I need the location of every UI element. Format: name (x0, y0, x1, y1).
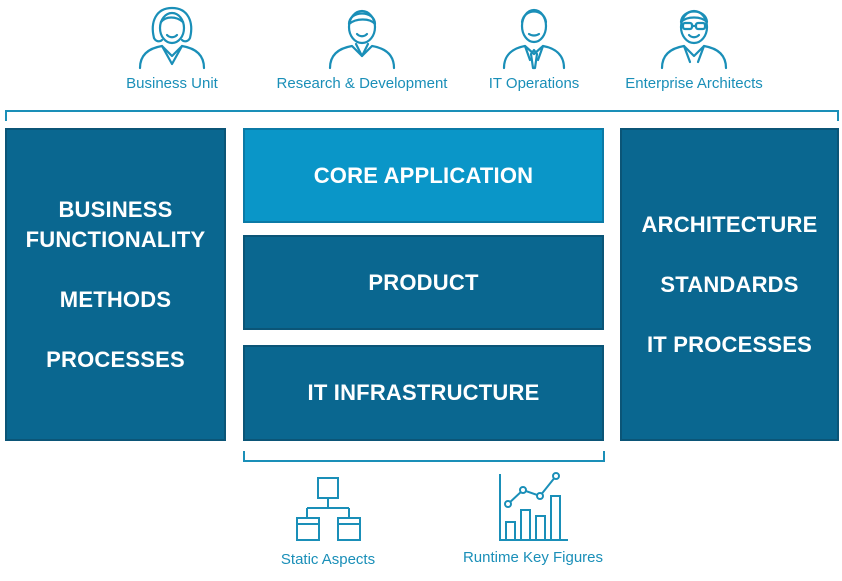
chart-trend-icon (496, 470, 570, 544)
man-glasses-user-icon (654, 2, 734, 72)
man-tie-user-icon (494, 2, 574, 72)
hierarchy-icon (293, 474, 363, 546)
woman-user-icon (132, 2, 212, 72)
static-aspects-label: Static Aspects (280, 551, 376, 568)
top-bracket (5, 110, 839, 121)
business-line-4: PROCESSES (46, 346, 185, 372)
architecture-line-1: ARCHITECTURE (641, 211, 818, 237)
product-box: PRODUCT (243, 235, 604, 330)
persona-label-it-operations: IT Operations (488, 75, 580, 92)
architecture-line-3: IT PROCESSES (647, 331, 812, 357)
business-line-3: METHODS (59, 286, 172, 312)
architecture-box: ARCHITECTURE STANDARDS IT PROCESSES (620, 128, 839, 441)
business-line-2: FUNCTIONALITY (25, 226, 206, 252)
architecture-line-2: STANDARDS (660, 271, 799, 297)
persona-label-research-development: Research & Development (276, 75, 448, 92)
persona-label-business-unit: Business Unit (126, 75, 218, 92)
bottom-bracket (243, 451, 605, 462)
core-application-box: CORE APPLICATION (243, 128, 604, 223)
it-infrastructure-box: IT INFRASTRUCTURE (243, 345, 604, 441)
core-application-label: CORE APPLICATION (313, 162, 534, 188)
business-line-1: BUSINESS (58, 196, 173, 222)
runtime-key-figures-label: Runtime Key Figures (462, 549, 604, 566)
business-box: BUSINESS FUNCTIONALITY METHODS PROCESSES (5, 128, 226, 441)
it-infrastructure-label: IT INFRASTRUCTURE (307, 380, 540, 405)
product-label: PRODUCT (368, 269, 479, 295)
man-user-icon (322, 2, 402, 72)
persona-label-enterprise-architects: Enterprise Architects (625, 75, 763, 92)
